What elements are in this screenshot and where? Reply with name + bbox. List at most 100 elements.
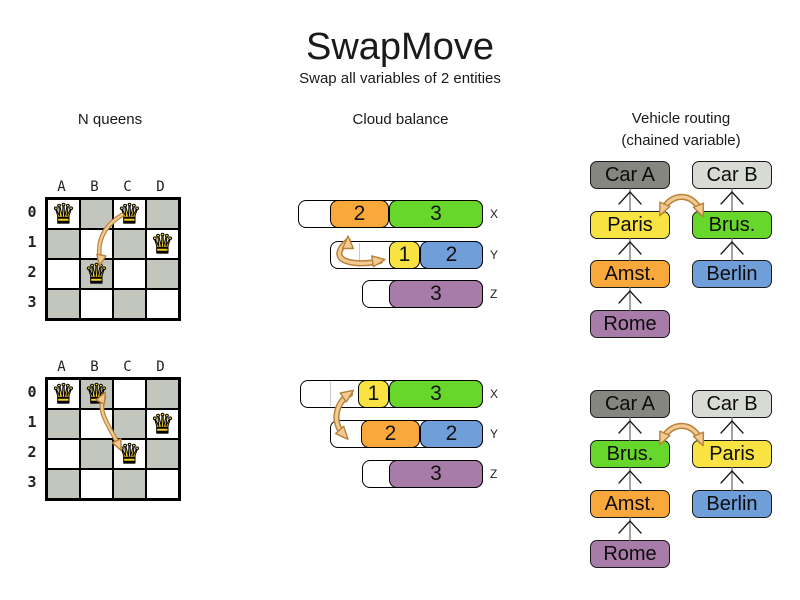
ghost-line (330, 382, 331, 406)
board-cell (80, 469, 113, 499)
board-cell (113, 289, 146, 319)
process-block: 2 (420, 420, 483, 448)
board-row-label: 2 (27, 263, 37, 281)
board-cell: ♛ (113, 199, 146, 229)
queen-icon: ♛ (84, 378, 109, 409)
chessboard-after: ♛ ♛ ♛ ♛ (45, 377, 181, 501)
board-row-label: 1 (27, 233, 37, 251)
board-cell (47, 439, 80, 469)
vehicle-node: Car A (590, 161, 670, 189)
board-row-label: 2 (27, 443, 37, 461)
board-cell (113, 409, 146, 439)
board-cell (146, 199, 179, 229)
board-col-label: D (156, 179, 165, 195)
queen-icon: ♛ (150, 228, 175, 259)
board-cell (80, 289, 113, 319)
chain-arrowhead-icon (720, 470, 744, 484)
queen-icon: ♛ (117, 438, 142, 469)
process-block: 2 (330, 200, 389, 228)
cloud-row-label: Y (490, 248, 499, 262)
section-title-nqueens: N queens (77, 111, 143, 128)
section-title-vehicle-sub: (chained variable) (621, 132, 741, 149)
vehicle-node: Car A (590, 390, 670, 418)
board-row-label: 3 (27, 293, 37, 311)
board-cell (80, 409, 113, 439)
vehicle-node: Berlin (692, 490, 772, 518)
board-row-label: 3 (27, 473, 37, 491)
chain-arrowhead-icon (720, 191, 744, 205)
vehicle-swap-arrow-after-outline (658, 422, 705, 445)
board-row-label: 0 (27, 203, 37, 221)
cloud-row-label: Z (490, 287, 498, 301)
queen-icon: ♛ (51, 198, 76, 229)
vehicle-node: Rome (590, 310, 670, 338)
board-row-label: 1 (27, 413, 37, 431)
cloud-row-label: Z (490, 467, 498, 481)
vehicle-node: Rome (590, 540, 670, 568)
vehicle-node: Brus. (590, 440, 670, 468)
vehicle-node: Paris (590, 211, 670, 239)
chessboard-before: ♛ ♛ ♛ ♛ (45, 197, 181, 321)
section-title-cloud: Cloud balance (352, 111, 449, 128)
board-cell (113, 229, 146, 259)
vehicle-swap-arrow-before-outline (658, 193, 705, 216)
vehicle-node: Amst. (590, 490, 670, 518)
chain-arrowhead-icon (720, 420, 744, 434)
chain-arrowhead-icon (618, 241, 642, 255)
process-block: 1 (389, 241, 420, 269)
chain-arrowhead-icon (618, 290, 642, 304)
chain-arrowhead-icon (618, 191, 642, 205)
board-cell (47, 259, 80, 289)
board-cell (47, 229, 80, 259)
board-cell (146, 469, 179, 499)
vehicle-node: Paris (692, 440, 772, 468)
board-cell (146, 259, 179, 289)
board-row-label: 0 (27, 383, 37, 401)
board-col-label: A (57, 179, 66, 195)
vehicle-node: Berlin (692, 260, 772, 288)
board-col-label: C (123, 179, 132, 195)
board-col-label: B (90, 179, 99, 195)
vehicle-node: Brus. (692, 211, 772, 239)
board-cell (80, 229, 113, 259)
board-cell (47, 469, 80, 499)
queen-icon: ♛ (150, 408, 175, 439)
board-col-label: B (90, 359, 99, 375)
board-col-label: C (123, 359, 132, 375)
process-block: 3 (389, 460, 483, 488)
process-block: 1 (358, 380, 389, 408)
chain-arrowhead-icon (618, 520, 642, 534)
process-block: 3 (389, 200, 483, 228)
board-cell: ♛ (146, 409, 179, 439)
vehicle-node: Amst. (590, 260, 670, 288)
queen-icon: ♛ (84, 258, 109, 289)
chain-arrowhead-icon (720, 241, 744, 255)
vehicle-node: Car B (692, 390, 772, 418)
board-cell: ♛ (80, 259, 113, 289)
board-cell (113, 469, 146, 499)
board-cell: ♛ (47, 379, 80, 409)
process-block: 2 (361, 420, 420, 448)
vehicle-swap-arrow-before (660, 195, 703, 214)
process-block: 3 (389, 280, 483, 308)
section-title-vehicle: Vehicle routing (631, 110, 731, 127)
board-cell: ♛ (146, 229, 179, 259)
queen-icon: ♛ (117, 198, 142, 229)
cloud-row-label: X (490, 387, 499, 401)
board-cell: ♛ (47, 199, 80, 229)
board-cell (113, 259, 146, 289)
board-cell (80, 439, 113, 469)
board-col-label: A (57, 359, 66, 375)
process-block: 2 (420, 241, 483, 269)
board-cell (146, 439, 179, 469)
board-cell (113, 379, 146, 409)
board-cell: ♛ (113, 439, 146, 469)
ghost-line (359, 243, 360, 267)
vehicle-node: Car B (692, 161, 772, 189)
board-cell (80, 199, 113, 229)
board-cell (47, 289, 80, 319)
queen-icon: ♛ (51, 378, 76, 409)
board-cell: ♛ (80, 379, 113, 409)
page-title: SwapMove (306, 26, 494, 68)
